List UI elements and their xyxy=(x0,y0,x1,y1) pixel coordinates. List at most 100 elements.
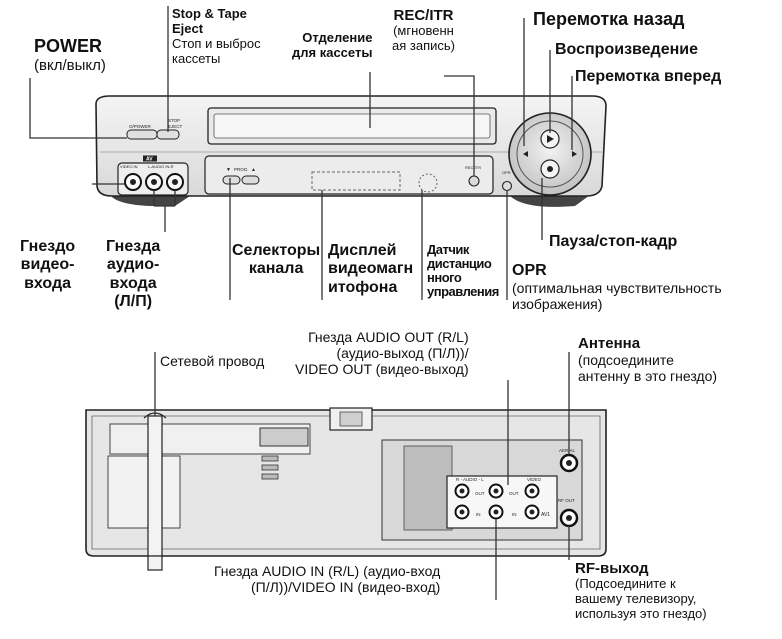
vcr-rear-panel: R - AUDIO - L VIDEO OUT OUT IN IN AV1 AE… xyxy=(85,407,607,557)
rec-print: REC/ITR xyxy=(465,165,481,170)
video-out-jack[interactable] xyxy=(524,483,540,499)
label-av-out-line-3: VIDEO OUT (видео-выход) xyxy=(295,361,469,378)
label-channel-selectors: Селекторы канала xyxy=(232,242,320,279)
power-button-print: O/POWER xyxy=(129,124,152,129)
pause-still-button[interactable] xyxy=(540,159,560,179)
label-video-in-line-1: Гнездо xyxy=(20,238,76,255)
power-button[interactable] xyxy=(126,129,158,140)
channel-down-button[interactable] xyxy=(222,175,241,185)
label-vcr-display: Дисплей видеомагн итофона xyxy=(328,242,413,297)
label-stop-eject-desc-1: Стоп и выброс xyxy=(172,35,261,51)
label-antenna-title: Антенна xyxy=(578,335,641,352)
video-in-print: VIDEO IN xyxy=(120,164,138,169)
front-video-in-jack[interactable] xyxy=(124,173,142,191)
rec-itr-button[interactable] xyxy=(468,175,480,187)
label-power: POWER (вкл/выкл) xyxy=(34,36,106,74)
rear-out-print: OUT xyxy=(475,491,485,496)
label-sensor-line-2: дистанцио xyxy=(427,256,492,272)
label-power-cord: Сетевой провод xyxy=(160,353,265,369)
opr-button[interactable] xyxy=(501,180,513,192)
label-rec-itr: REC/ITR (мгновенн ая запись) xyxy=(392,7,455,54)
front-lower-panel xyxy=(204,155,494,195)
label-audio-in-line-3: входа xyxy=(109,274,157,292)
eject-print: EJECT xyxy=(168,124,183,129)
vcr-front-panel: O/POWER STOP EJECT AV AV VIDEO IN L-AUDI… xyxy=(95,95,607,207)
label-fast-forward: Перемотка вперед xyxy=(575,68,722,85)
label-cassette-line-1: Отделение xyxy=(302,30,373,45)
audio-out-r-jack[interactable] xyxy=(454,483,470,499)
label-pause-still: Пауза/стоп-кадр xyxy=(549,233,678,250)
label-cassette-compartment: Отделение для кассеты xyxy=(292,30,373,61)
rf-out-print: RF OUT xyxy=(558,498,575,503)
rear-leader-lines xyxy=(154,352,570,600)
rewind-button[interactable] xyxy=(523,151,528,157)
label-rewind: Перемотка назад xyxy=(533,9,685,29)
rear-av1-print: AV1 xyxy=(541,512,550,518)
label-sensor-line-1: Датчик xyxy=(427,242,469,257)
aerial-jack[interactable] xyxy=(559,453,579,473)
label-stop-eject-title-1: Stop & Tape xyxy=(172,6,247,21)
label-opr-desc-1: (оптимальная чувствительность xyxy=(512,280,722,297)
label-stop-eject: Stop & Tape Eject Стоп и выброс кассеты xyxy=(172,6,261,67)
label-rf-out-desc-1: (Подсоедините к xyxy=(575,576,676,592)
label-antenna: Антенна (подсоедините антенну в это гнез… xyxy=(578,335,717,384)
video-in-jack[interactable] xyxy=(524,504,540,520)
label-rf-out: RF-выход (Подсоедините к вашему телевизо… xyxy=(575,560,707,622)
label-opr-title: OPR xyxy=(512,262,547,279)
audio-in-print: L-AUDIO IN-R xyxy=(148,164,174,169)
label-av-out-line-2: (аудио-выход (П/Л))/ xyxy=(336,345,469,362)
rf-out-jack[interactable] xyxy=(559,508,579,528)
label-rec-itr-desc-1: (мгновенн xyxy=(393,23,454,39)
front-audio-l-jack[interactable] xyxy=(145,173,163,191)
label-sensor-line-3: нного xyxy=(427,270,462,286)
svg-text:▼: ▼ xyxy=(226,167,231,173)
label-power-title: POWER xyxy=(34,36,103,56)
label-display-line-3: итофона xyxy=(328,278,398,296)
label-opr: OPR (оптимальная чувствительность изобра… xyxy=(512,262,722,313)
label-stop-eject-title-2: Eject xyxy=(172,20,204,36)
stop-print: STOP xyxy=(168,118,180,123)
svg-text:▲: ▲ xyxy=(251,167,256,173)
label-cassette-line-2: для кассеты xyxy=(292,44,373,60)
label-video-in-line-2: видео- xyxy=(20,256,75,274)
label-video-in-jack: Гнездо видео- входа xyxy=(20,238,75,293)
rear-in-print: IN xyxy=(476,512,481,517)
label-audio-in-line-1: Гнезда xyxy=(106,238,161,255)
label-rec-itr-desc-2: ая запись) xyxy=(392,38,455,54)
label-av-out-line-1: Гнезда AUDIO OUT (R/L) xyxy=(308,329,469,345)
label-stop-eject-desc-2: кассеты xyxy=(172,50,221,66)
front-leader-lines xyxy=(29,6,573,300)
label-audio-video-in: Гнезда AUDIO IN (R/L) (аудио-вход (П/Л))… xyxy=(214,563,440,595)
rear-out-print-2: OUT xyxy=(509,491,519,496)
rear-video-print: VIDEO xyxy=(527,477,542,482)
audio-out-l-jack[interactable] xyxy=(488,483,504,499)
av-print-2: AV xyxy=(146,157,153,163)
fast-forward-button[interactable] xyxy=(572,151,577,157)
label-audio-video-out: Гнезда AUDIO OUT (R/L) (аудио-выход (П/Л… xyxy=(295,329,469,377)
label-antenna-desc-2: антенну в это гнездо) xyxy=(578,368,718,385)
label-rf-out-desc-2: вашему телевизору, xyxy=(575,591,697,607)
label-play: Воспроизведение xyxy=(555,41,698,58)
label-audio-in-line-4: (Л/П) xyxy=(114,293,153,311)
rear-audio-print: R - AUDIO - L xyxy=(456,477,484,482)
aerial-print: AERIAL xyxy=(559,448,576,453)
audio-in-r-jack[interactable] xyxy=(454,504,470,520)
label-rec-itr-title: REC/ITR xyxy=(393,7,454,24)
label-av-in-line-2: (П/Л))/VIDEO IN (видео-вход) xyxy=(251,579,441,596)
label-video-in-line-3: входа xyxy=(24,274,72,292)
front-audio-r-jack[interactable] xyxy=(166,173,184,191)
label-rf-out-title: RF-выход xyxy=(575,560,649,577)
label-sensor-line-4: управления xyxy=(427,284,499,300)
label-channel-line-2: канала xyxy=(248,260,304,278)
prog-print: PROG. xyxy=(234,167,249,172)
label-opr-desc-2: изображения) xyxy=(512,296,603,313)
audio-in-l-jack[interactable] xyxy=(488,504,504,520)
channel-up-button[interactable] xyxy=(241,175,260,185)
opr-print: OPR xyxy=(502,170,511,175)
label-antenna-desc-1: (подсоедините xyxy=(578,352,674,369)
remote-sensor-window xyxy=(418,173,438,193)
label-display-line-2: видеомагн xyxy=(328,260,414,278)
label-display-line-1: Дисплей xyxy=(328,242,397,259)
label-audio-in-jacks: Гнезда аудио- входа (Л/П) xyxy=(106,238,160,312)
